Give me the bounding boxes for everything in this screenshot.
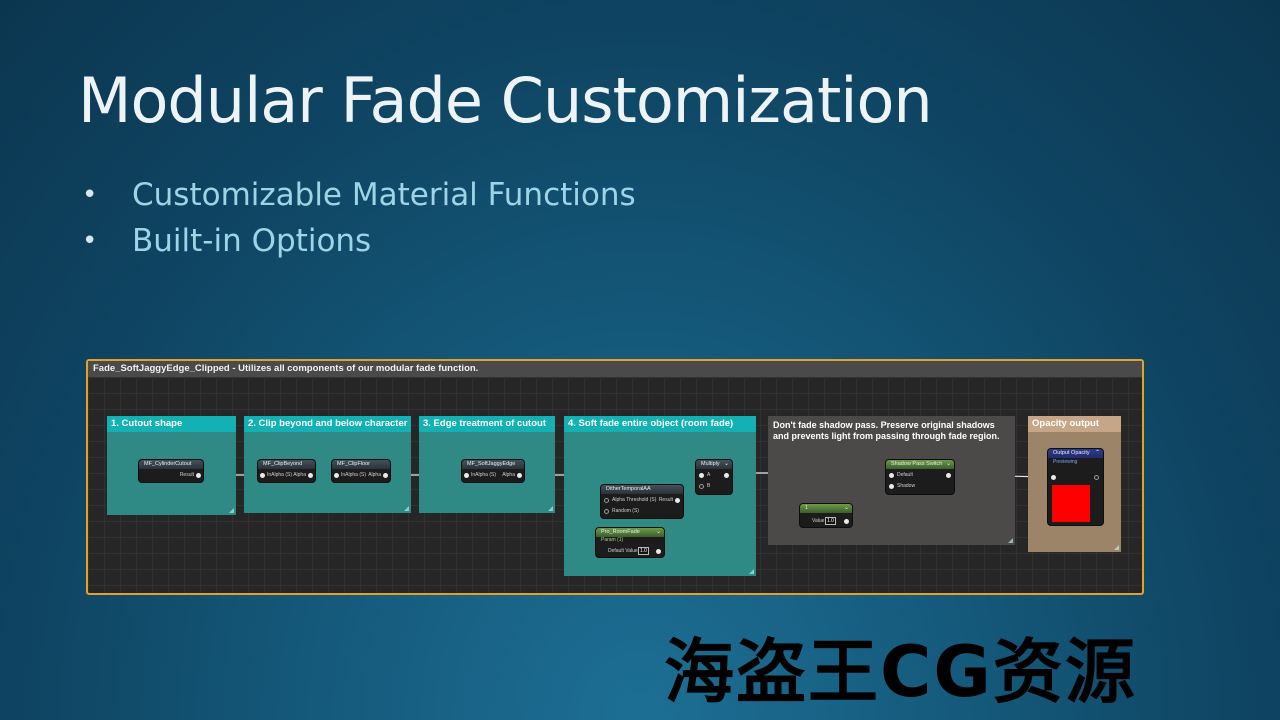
input-pin-icon[interactable] bbox=[334, 473, 339, 478]
input-pin-icon[interactable] bbox=[260, 473, 265, 478]
bullet-dot-icon: • bbox=[82, 180, 98, 210]
pin-label: InAlpha (S) bbox=[341, 472, 367, 478]
resize-grip-icon[interactable] bbox=[404, 506, 409, 511]
pin-label: Alpha bbox=[293, 472, 306, 478]
output-pin-icon[interactable] bbox=[517, 473, 522, 478]
bullet-dot-icon: • bbox=[82, 226, 98, 256]
output-pin-icon[interactable] bbox=[724, 473, 729, 478]
input-pin-icon[interactable] bbox=[699, 484, 704, 489]
comment-title: Don't fade shadow pass. Preserve origina… bbox=[773, 420, 1000, 441]
chevron-down-icon[interactable]: ⌄ bbox=[655, 529, 661, 535]
pin-label: Value bbox=[812, 518, 825, 524]
node-dither-temporal-aa[interactable]: DitherTemporalAA Alpha Threshold (S) Ran… bbox=[600, 484, 684, 519]
node-output-opacity[interactable]: Output Opacity ⌃ Previewing bbox=[1047, 448, 1104, 526]
node-mf-soft-jaggy-edge[interactable]: MF_SoftJaggyEdge InAlpha (S) Alpha bbox=[461, 459, 525, 483]
pin-label: Default Value bbox=[608, 548, 638, 554]
resize-grip-icon[interactable] bbox=[1114, 545, 1119, 550]
pin-label: Shadow bbox=[897, 483, 916, 489]
graph-comment-header: Fade_SoftJaggyEdge_Clipped - Utilizes al… bbox=[88, 361, 1142, 377]
pin-label: Alpha bbox=[502, 472, 515, 478]
pin-label: InAlpha (S) bbox=[471, 472, 497, 478]
bullet-item: • Customizable Material Functions bbox=[82, 172, 636, 218]
input-pin-icon[interactable] bbox=[889, 473, 894, 478]
material-graph-screenshot: Fade_SoftJaggyEdge_Clipped - Utilizes al… bbox=[86, 359, 1144, 595]
input-pin-icon[interactable] bbox=[1051, 475, 1056, 480]
constant-value-field[interactable]: 1.0 bbox=[825, 517, 836, 525]
resize-grip-icon[interactable] bbox=[749, 569, 754, 574]
node-title: Multiply bbox=[696, 460, 732, 469]
input-pin-icon[interactable] bbox=[889, 484, 894, 489]
pin-label: B bbox=[707, 483, 711, 489]
preview-toggle-icon[interactable] bbox=[1094, 475, 1099, 480]
slide-title: Modular Fade Customization bbox=[78, 64, 933, 137]
bullet-text: Customizable Material Functions bbox=[132, 177, 636, 213]
node-title: MF_SoftJaggyEdge bbox=[462, 460, 524, 469]
comment-title: Opacity output bbox=[1028, 416, 1121, 432]
output-pin-icon[interactable] bbox=[383, 473, 388, 478]
comment-title: 1. Cutout shape bbox=[107, 416, 236, 432]
resize-grip-icon[interactable] bbox=[548, 506, 553, 511]
bullet-item: • Built-in Options bbox=[82, 218, 636, 264]
node-title: MF_ClipFloor bbox=[332, 460, 390, 469]
pin-label: Alpha Threshold (S) bbox=[612, 497, 657, 503]
node-title: MF_ClipBeyond bbox=[258, 460, 315, 469]
output-pin-icon[interactable] bbox=[844, 519, 849, 524]
input-pin-icon[interactable] bbox=[699, 473, 704, 478]
node-title: MF_CylinderCutout bbox=[139, 460, 203, 469]
output-pin-icon[interactable] bbox=[656, 549, 661, 554]
chevron-down-icon[interactable]: ⌄ bbox=[723, 461, 729, 467]
output-pin-icon[interactable] bbox=[196, 473, 201, 478]
pin-label: InAlpha (S) bbox=[267, 472, 293, 478]
node-pro-room-fade[interactable]: Pro_RoomFade ⌄ Param (1) Default Value 1… bbox=[595, 527, 665, 558]
watermark-text: 海盗王CG资源 bbox=[664, 631, 1137, 713]
comment-title: 4. Soft fade entire object (room fade) bbox=[564, 416, 756, 432]
node-title: Shadow Pass Switch bbox=[886, 460, 954, 469]
comment-title: 2. Clip beyond and below character bbox=[244, 416, 411, 432]
pin-label: Default bbox=[897, 472, 913, 478]
bullet-list: • Customizable Material Functions • Built-… bbox=[82, 172, 636, 264]
input-pin-icon[interactable] bbox=[604, 498, 609, 503]
bullet-text: Built-in Options bbox=[132, 223, 372, 259]
output-pin-icon[interactable] bbox=[946, 473, 951, 478]
node-title: DitherTemporalAA bbox=[601, 485, 683, 494]
node-title: Output Opacity bbox=[1048, 449, 1103, 458]
node-multiply[interactable]: Multiply ⌄ A B bbox=[695, 459, 733, 495]
node-mf-cylinder-cutout[interactable]: MF_CylinderCutout Result bbox=[138, 459, 204, 483]
pin-label: Random (S) bbox=[612, 508, 639, 514]
input-pin-icon[interactable] bbox=[604, 509, 609, 514]
pin-label: Result bbox=[658, 497, 673, 503]
resize-grip-icon[interactable] bbox=[1008, 538, 1013, 543]
output-pin-icon[interactable] bbox=[675, 498, 680, 503]
output-pin-icon[interactable] bbox=[308, 473, 313, 478]
pin-label: Alpha bbox=[368, 472, 381, 478]
node-title: Pro_RoomFade bbox=[596, 528, 664, 537]
chevron-down-icon[interactable]: ⌄ bbox=[843, 505, 849, 511]
pin-label: A bbox=[707, 472, 711, 478]
node-title: 1 bbox=[800, 504, 852, 513]
node-subtitle: Previewing bbox=[1053, 459, 1078, 465]
default-value-field[interactable]: 1.0 bbox=[638, 547, 649, 555]
node-shadow-pass-switch[interactable]: Shadow Pass Switch ⌄ Default Shadow bbox=[885, 459, 955, 495]
chevron-up-icon[interactable]: ⌃ bbox=[1094, 450, 1100, 456]
node-subtitle: Param (1) bbox=[601, 537, 624, 543]
node-constant[interactable]: 1 ⌄ Value 1.0 bbox=[799, 503, 853, 528]
node-mf-clip-beyond[interactable]: MF_ClipBeyond InAlpha (S) Alpha bbox=[257, 459, 316, 483]
comment-title: 3. Edge treatment of cutout bbox=[419, 416, 555, 432]
resize-grip-icon[interactable] bbox=[229, 508, 234, 513]
opacity-preview-swatch bbox=[1052, 485, 1090, 522]
input-pin-icon[interactable] bbox=[464, 473, 469, 478]
pin-label: Result bbox=[179, 472, 194, 478]
node-mf-clip-floor[interactable]: MF_ClipFloor InAlpha (S) Alpha bbox=[331, 459, 391, 483]
chevron-down-icon[interactable]: ⌄ bbox=[945, 461, 951, 467]
